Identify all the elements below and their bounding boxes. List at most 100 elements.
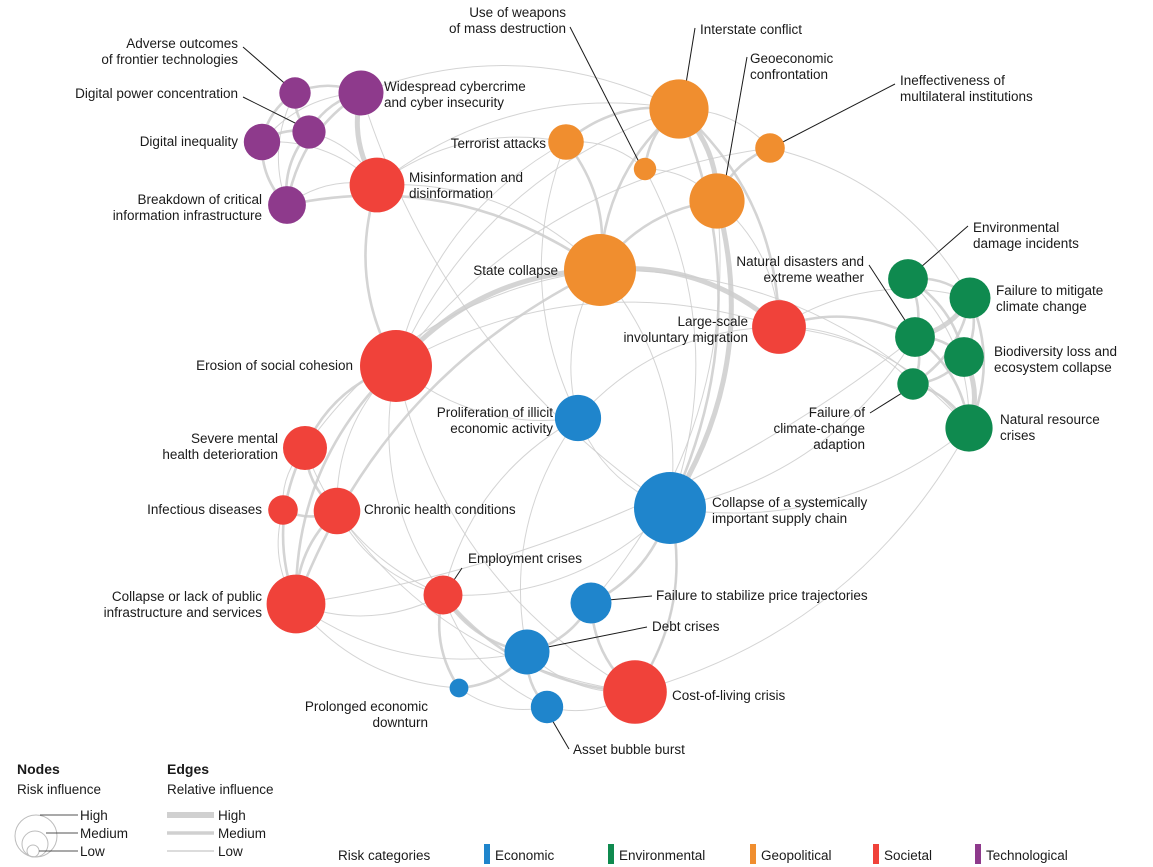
node-erosion[interactable] — [360, 330, 432, 402]
edge-terrorist-erosion — [395, 141, 567, 367]
legend-edge-high-label: High — [218, 808, 246, 823]
node-label-line: Widespread cybercrime — [384, 79, 526, 94]
node-label-line: adaption — [813, 437, 865, 452]
legend-category-geopolitical: Geopolitical — [761, 848, 832, 863]
node-label-line: Infectious diseases — [147, 502, 262, 517]
node-biodiversity[interactable] — [944, 337, 984, 377]
node-prolonged[interactable] — [449, 678, 469, 698]
legend-nodes-subtitle: Risk influence — [17, 782, 101, 797]
node-adaptation[interactable] — [897, 368, 929, 400]
node-infectious[interactable] — [268, 495, 298, 525]
node-terrorist[interactable] — [548, 124, 584, 160]
edge-erosion-costofliving — [395, 365, 636, 693]
edge-disasters-publicinfra — [295, 336, 916, 605]
node-envdamage[interactable] — [888, 259, 928, 299]
node-wmd[interactable] — [633, 157, 657, 181]
node-label-line: and cyber insecurity — [384, 95, 504, 110]
node-label-costofliving: Cost-of-living crisis — [672, 688, 786, 703]
node-label-interstate: Interstate conflict — [700, 22, 802, 37]
node-illicit[interactable] — [554, 394, 602, 442]
node-label-debt: Debt crises — [652, 619, 720, 634]
node-label-line: crises — [1000, 428, 1036, 443]
edge-interstate-supplychain — [668, 108, 720, 509]
node-price[interactable] — [570, 582, 612, 624]
legend-node-medium-circle — [21, 830, 49, 858]
node-migration[interactable] — [752, 300, 806, 354]
legend-nodes: Nodes Risk influence High Medium Low — [14, 761, 128, 859]
edge-erosion-migration — [395, 301, 780, 367]
node-supplychain[interactable] — [634, 472, 706, 544]
node-label-line: Severe mental — [191, 431, 278, 446]
leader-line-geoeconomic — [722, 56, 748, 195]
node-misinfo[interactable] — [349, 157, 405, 213]
node-label-line: infrastructure and services — [104, 605, 263, 620]
edge-geoeconomic-supplychain — [667, 200, 734, 510]
node-publicinfra[interactable] — [266, 574, 326, 634]
node-label-erosion: Erosion of social cohesion — [196, 358, 353, 373]
edge-supplychain-disasters — [669, 336, 916, 509]
node-adverse[interactable] — [279, 77, 311, 109]
node-label-line: Asset bubble burst — [573, 742, 685, 757]
node-resources[interactable] — [945, 404, 993, 452]
node-statecollapse[interactable] — [564, 234, 636, 306]
legend-swatch-societal — [873, 844, 879, 864]
node-chronic[interactable] — [313, 487, 361, 535]
edge-illicit-employment — [442, 417, 579, 596]
node-digpower[interactable] — [292, 115, 326, 149]
node-label-line: Geoeconomic — [750, 51, 834, 66]
node-employment[interactable] — [423, 575, 463, 615]
node-geoeconomic[interactable] — [689, 173, 745, 229]
edge-supplychain-resources — [669, 427, 970, 514]
edge-statecollapse-supplychain — [599, 269, 674, 509]
legend-edges-title: Edges — [167, 761, 209, 777]
node-label-line: Chronic health conditions — [364, 502, 516, 517]
node-cyber[interactable] — [338, 70, 384, 116]
node-label-price: Failure to stabilize price trajectories — [656, 588, 868, 603]
node-diginequality[interactable] — [243, 123, 281, 161]
node-label-line: economic activity — [450, 421, 553, 436]
legend-category-economic: Economic — [495, 848, 555, 863]
node-label-line: Digital power concentration — [75, 86, 238, 101]
edge-wmd-supplychain — [644, 168, 697, 509]
node-label-line: Ineffectiveness of — [900, 73, 1005, 88]
edge-migration-illicit — [577, 326, 780, 419]
node-asset[interactable] — [530, 690, 564, 724]
node-debt[interactable] — [504, 629, 550, 675]
node-disasters[interactable] — [895, 317, 935, 357]
node-costofliving[interactable] — [603, 660, 667, 724]
node-label-line: information infrastructure — [113, 208, 262, 223]
legend-category-technological: Technological — [986, 848, 1068, 863]
node-label-line: Cost-of-living crisis — [672, 688, 786, 703]
node-label-line: climate change — [996, 299, 1087, 314]
node-label-line: of mass destruction — [449, 21, 566, 36]
node-interstate[interactable] — [649, 79, 709, 139]
edge-resources-costofliving — [634, 427, 970, 693]
legend-category-societal: Societal — [884, 848, 932, 863]
legend-edges: Edges Relative influence High Medium Low — [167, 761, 274, 859]
node-multilateral[interactable] — [755, 133, 785, 163]
node-label-line: Large-scale — [677, 314, 748, 329]
node-label-line: Failure to stabilize price trajectories — [656, 588, 868, 603]
node-label-line: State collapse — [473, 263, 558, 278]
node-breakdown[interactable] — [268, 186, 306, 224]
node-label-line: disinformation — [409, 186, 493, 201]
node-mental[interactable] — [283, 426, 327, 470]
node-mitigate[interactable] — [949, 277, 991, 319]
edge-illicit-terrorist — [540, 141, 579, 419]
node-label-line: Biodiversity loss and — [994, 344, 1117, 359]
node-label-line: Natural disasters and — [736, 254, 864, 269]
node-label-line: health deterioration — [162, 447, 278, 462]
legend-edges-subtitle: Relative influence — [167, 782, 274, 797]
edge-chronic-costofliving — [336, 510, 636, 693]
node-label-line: Use of weapons — [469, 5, 566, 20]
